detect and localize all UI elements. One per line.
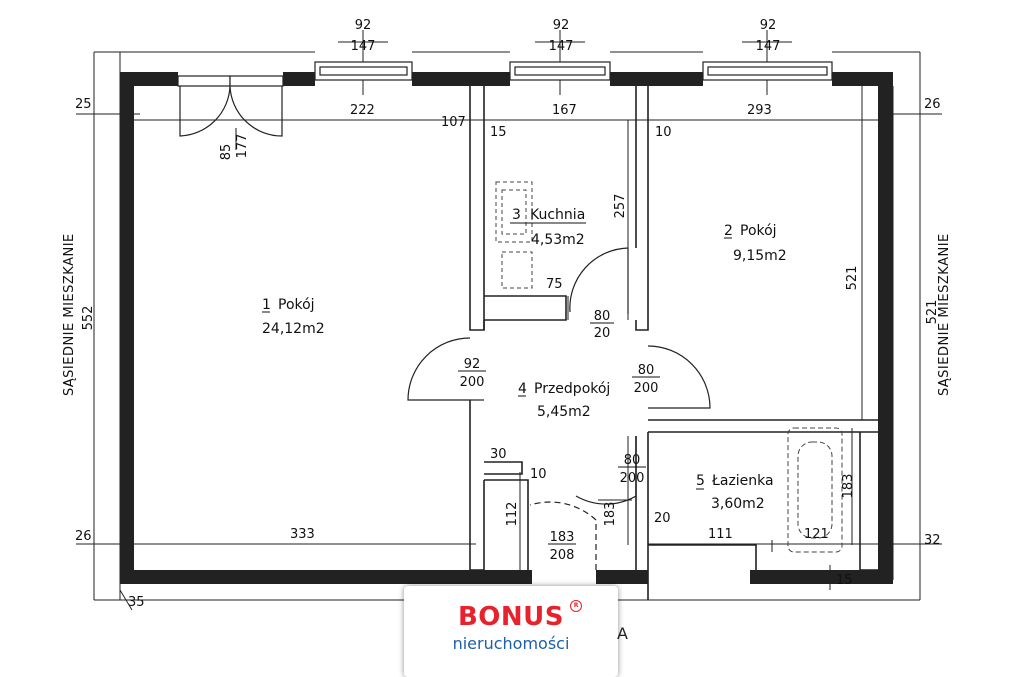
svg-text:30: 30: [490, 447, 507, 462]
registered-mark-icon: R: [570, 600, 582, 612]
svg-text:293: 293: [747, 103, 772, 118]
svg-text:20: 20: [654, 511, 671, 526]
svg-text:20: 20: [594, 326, 611, 341]
svg-text:208: 208: [550, 548, 575, 563]
svg-text:92: 92: [553, 18, 570, 33]
svg-text:200: 200: [620, 471, 645, 486]
svg-text:3: 3: [512, 207, 521, 223]
company-logo: BONUS R nieruchomości: [404, 586, 618, 677]
svg-text:3,60m2: 3,60m2: [711, 496, 765, 512]
svg-text:75: 75: [546, 277, 563, 292]
door-dims: 85 177 80 20 92 200 80 200 80 200 183 20…: [219, 128, 660, 563]
svg-text:Pokój: Pokój: [278, 297, 315, 313]
svg-text:Kuchnia: Kuchnia: [530, 207, 585, 223]
svg-text:Przedpokój: Przedpokój: [534, 381, 610, 397]
bathtub-icon: [787, 427, 843, 553]
svg-text:32: 32: [924, 533, 941, 548]
svg-text:552: 552: [81, 306, 96, 331]
svg-text:92: 92: [355, 18, 372, 33]
logo-subtitle: nieruchomości: [452, 634, 570, 653]
svg-text:5: 5: [696, 473, 705, 489]
svg-text:4,53m2: 4,53m2: [531, 232, 585, 248]
svg-text:24,12m2: 24,12m2: [262, 321, 325, 337]
svg-text:80: 80: [594, 309, 611, 324]
door-swings: [177, 75, 711, 570]
svg-text:80: 80: [624, 453, 641, 468]
svg-text:121: 121: [804, 527, 829, 542]
svg-text:183: 183: [841, 474, 856, 499]
walls: [120, 72, 893, 584]
svg-text:183: 183: [603, 502, 618, 527]
svg-text:147: 147: [756, 39, 781, 54]
room-4-label: 4 Przedpokój 5,45m2: [518, 381, 610, 420]
svg-text:333: 333: [290, 527, 315, 542]
room-labels: 1 Pokój 24,12m2 2 Pokój 9,15m2 3 Kuchnia…: [262, 207, 787, 512]
svg-text:200: 200: [634, 381, 659, 396]
svg-text:177: 177: [235, 134, 250, 159]
room-3-label: 3 Kuchnia 4,53m2: [510, 207, 586, 248]
windows: [314, 61, 833, 81]
neighbour-label-left: SĄSIEDNIE MIESZKANIE: [62, 233, 77, 396]
svg-text:26: 26: [924, 97, 941, 112]
svg-text:2: 2: [724, 223, 733, 239]
svg-text:111: 111: [708, 527, 733, 542]
dimension-lines: [76, 30, 942, 611]
svg-text:10: 10: [655, 125, 672, 140]
svg-text:183: 183: [550, 530, 575, 545]
svg-text:147: 147: [351, 39, 376, 54]
svg-text:15: 15: [836, 573, 853, 588]
sink-icon: [501, 251, 533, 289]
neighbour-label-right: SĄSIEDNIE MIESZKANIE: [937, 233, 952, 396]
svg-text:4: 4: [518, 381, 527, 397]
logo-brand-text: BONUS: [457, 602, 565, 632]
room-2-label: 2 Pokój 9,15m2: [724, 223, 787, 264]
svg-text:85: 85: [219, 144, 234, 161]
svg-text:257: 257: [613, 194, 628, 219]
room-1-label: 1 Pokój 24,12m2: [262, 297, 325, 337]
svg-text:10: 10: [530, 467, 547, 482]
stray-letter: A: [617, 624, 628, 643]
svg-text:222: 222: [350, 103, 375, 118]
room-5-label: 5 Łazienka 3,60m2: [696, 473, 774, 512]
svg-text:200: 200: [460, 375, 485, 390]
svg-text:9,15m2: 9,15m2: [733, 248, 787, 264]
svg-text:107: 107: [441, 115, 466, 130]
svg-text:112: 112: [505, 502, 520, 527]
svg-text:15: 15: [490, 125, 507, 140]
svg-text:521: 521: [925, 300, 940, 325]
svg-text:26: 26: [75, 529, 92, 544]
svg-text:167: 167: [552, 103, 577, 118]
svg-text:5,45m2: 5,45m2: [537, 404, 591, 420]
svg-text:147: 147: [549, 39, 574, 54]
window-dims: 92 147 92 147 92 147: [351, 18, 781, 54]
svg-text:Łazienka: Łazienka: [711, 473, 774, 489]
svg-text:1: 1: [262, 297, 271, 313]
partitions: [469, 86, 878, 600]
svg-text:35: 35: [128, 595, 145, 610]
fixtures: [495, 181, 843, 553]
wall-dims: 25 552 26 35 222 107 333 15 167 257 75 1…: [75, 97, 941, 610]
stove-icon: [495, 181, 533, 243]
svg-text:80: 80: [638, 363, 655, 378]
svg-text:92: 92: [760, 18, 777, 33]
svg-text:521: 521: [845, 266, 860, 291]
svg-text:92: 92: [464, 357, 481, 372]
svg-text:25: 25: [75, 97, 92, 112]
svg-text:Pokój: Pokój: [740, 223, 777, 239]
